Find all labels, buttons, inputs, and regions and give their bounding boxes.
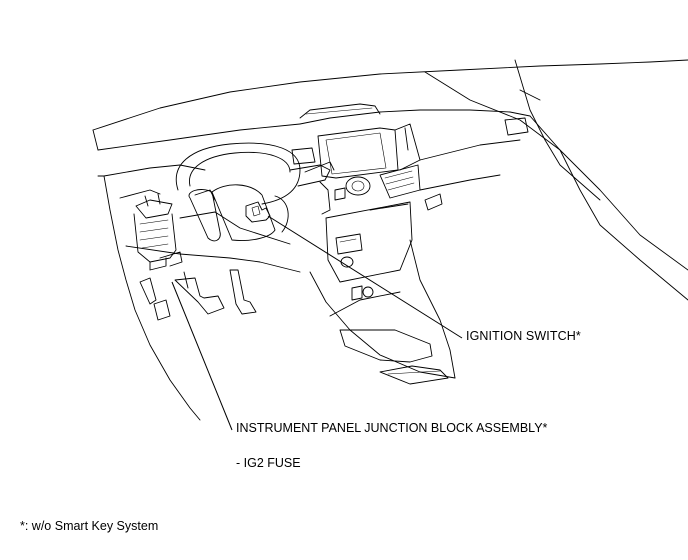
junction-block [97, 164, 301, 421]
dashboard-outline [92, 59, 688, 301]
center-console [291, 123, 521, 385]
footnote: *: w/o Smart Key System [20, 519, 159, 533]
ignition-switch-label: IGNITION SWITCH* [466, 329, 581, 343]
ig2-fuse-label: - IG2 FUSE [236, 456, 301, 470]
junction-block-label: INSTRUMENT PANEL JUNCTION BLOCK ASSEMBLY… [236, 421, 548, 435]
steering-wheel [175, 142, 335, 242]
leader-ignition-switch [267, 215, 463, 339]
leader-lines [171, 215, 463, 431]
leader-junction-block [171, 281, 233, 431]
